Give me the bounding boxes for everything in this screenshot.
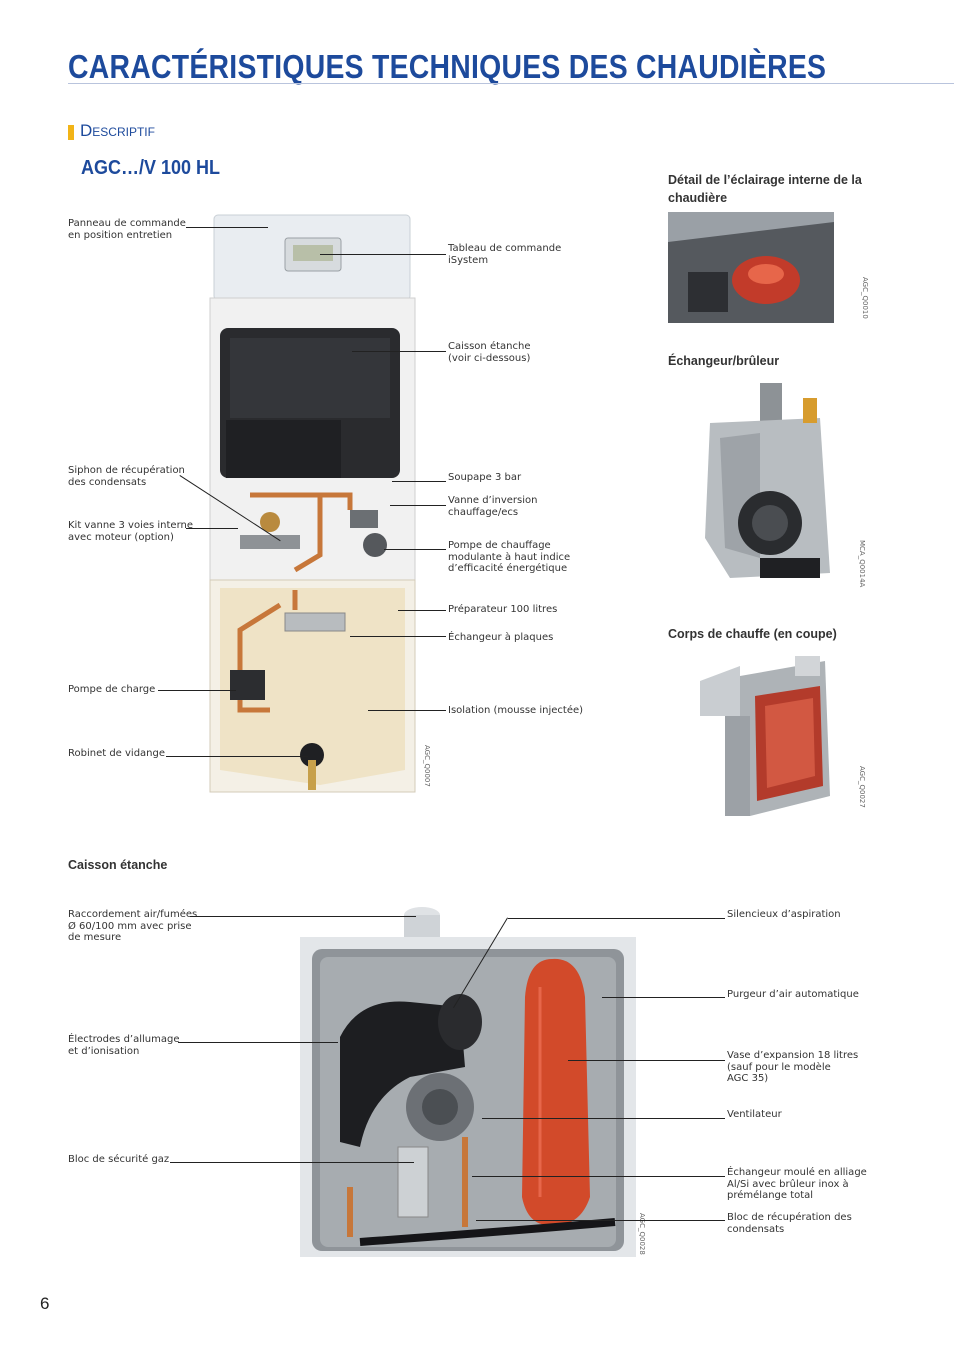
code-lighting: AGC_Q0010 [861, 277, 869, 319]
label-3way-valve-kit: Kit vanne 3 voies interne avec moteur (o… [68, 520, 193, 543]
leader-line [352, 351, 446, 352]
leader-line [384, 549, 446, 550]
leader-line [166, 756, 308, 757]
label-safety-valve: Soupape 3 bar [448, 472, 522, 483]
label-charge-pump: Pompe de charge [68, 684, 156, 695]
page-title: CARACTÉRISTIQUES TECHNIQUES DES CHAUDIÈR… [68, 48, 827, 85]
leader-line [186, 528, 238, 529]
leader-line [476, 1220, 725, 1221]
leader-line [368, 710, 446, 711]
label-expansion-vessel: Vase d’expansion 18 litres (sauf pour le… [727, 1050, 859, 1084]
caption-sealed-chamber: Caisson étanche [68, 858, 168, 872]
leader-line [398, 610, 446, 611]
leader-line [472, 1176, 725, 1177]
label-condensate-block: Bloc de récupération des condensats [727, 1212, 852, 1235]
label-isystem-panel: Tableau de commande iSystem [448, 243, 562, 266]
label-insulation: Isolation (mousse injectée) [448, 705, 584, 716]
leader-line [190, 916, 416, 917]
leader-line [320, 254, 446, 255]
label-heating-pump: Pompe de chauffage modulante à haut indi… [448, 540, 571, 574]
caption-heat-body: Corps de chauffe (en coupe) [668, 627, 837, 641]
lighting-detail-photo [668, 212, 834, 323]
caption-lighting-detail: Détail de l’éclairage interne de la chau… [668, 173, 862, 205]
exchanger-burner-photo [705, 383, 830, 578]
label-condensate-siphon: Siphon de récupération des condensats [68, 465, 185, 488]
leader-line [568, 1060, 725, 1061]
boiler-illustration [209, 214, 416, 793]
leader-line [482, 1118, 725, 1119]
page-number: 6 [40, 1294, 50, 1313]
label-fan: Ventilateur [727, 1109, 782, 1120]
heat-body-photo [700, 656, 830, 816]
label-gas-safety-block: Bloc de sécurité gaz [68, 1154, 170, 1165]
leader-line [186, 227, 268, 228]
label-drain-valve: Robinet de vidange [68, 748, 166, 759]
label-control-panel: Panneau de commande en position entretie… [68, 218, 186, 241]
label-plate-exchanger: Échangeur à plaques [448, 632, 554, 643]
label-diverter-valve: Vanne d’inversion chauffage/ecs [448, 495, 538, 518]
leader-line [602, 997, 725, 998]
leader-line [392, 481, 446, 482]
leader-line [508, 918, 725, 919]
leader-line [350, 636, 446, 637]
code-exchanger: MCA_Q0014A [858, 540, 866, 588]
label-cast-exchanger: Échangeur moulé en alliage Al/Si avec br… [727, 1167, 867, 1201]
label-tank-100l: Préparateur 100 litres [448, 604, 558, 615]
leader-line [170, 1162, 414, 1163]
label-ignition-electrodes: Électrodes d’allumage et d’ionisation [68, 1034, 180, 1057]
main-figure-code: AGC_Q0007 [423, 745, 431, 787]
leader-line [390, 505, 446, 506]
leader-line [158, 690, 236, 691]
label-intake-silencer: Silencieux d’aspiration [727, 909, 841, 920]
code-heat-body: AGC_Q0027 [858, 766, 866, 808]
label-air-flue-connection: Raccordement air/fumées Ø 60/100 mm avec… [68, 909, 198, 943]
section-title: Descriptif [80, 121, 155, 140]
model-title: AGC…/V 100 HL [81, 157, 221, 179]
sealed-chamber-photo [300, 907, 636, 1257]
leader-line [178, 1042, 338, 1043]
caption-exchanger-burner: Échangeur/brûleur [668, 354, 780, 368]
label-sealed-chamber: Caisson étanche (voir ci-dessous) [448, 341, 531, 364]
title-rule [68, 83, 954, 84]
label-auto-air-vent: Purgeur d’air automatique [727, 989, 859, 1000]
section-marker [68, 125, 74, 140]
